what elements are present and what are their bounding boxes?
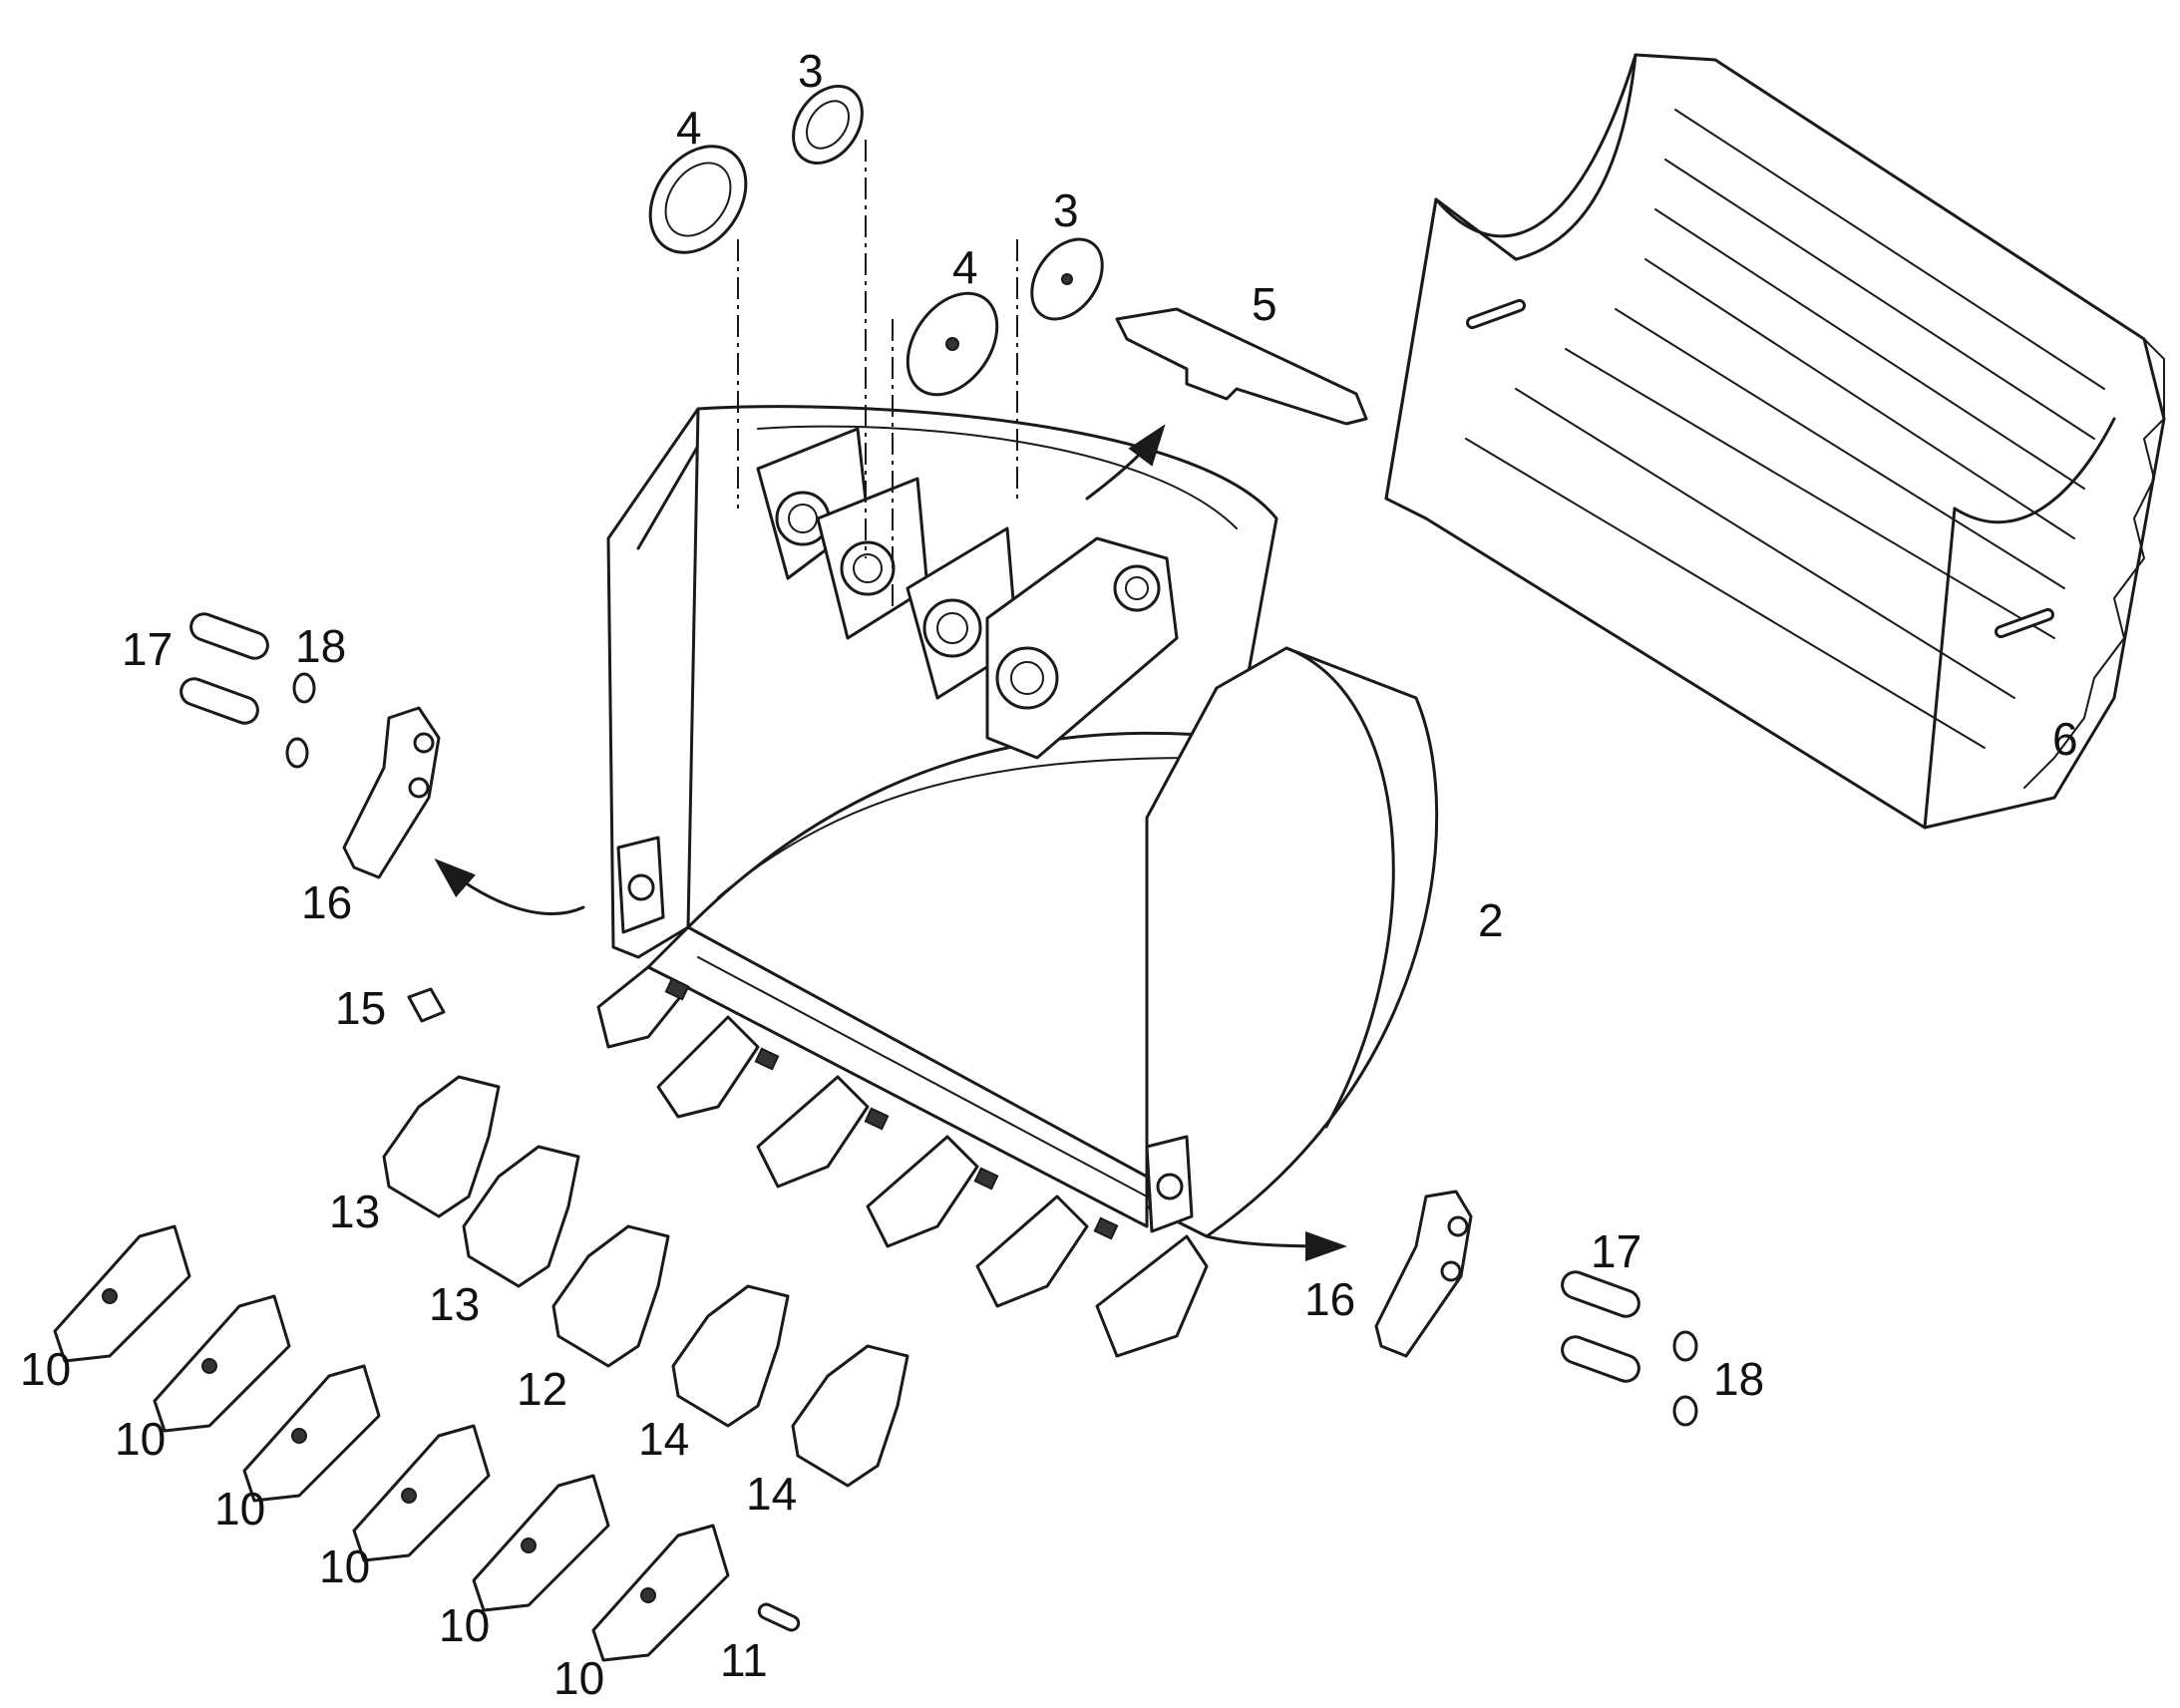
- callout-6: 6: [2052, 713, 2078, 765]
- arrow-lines: [434, 424, 1347, 1261]
- tooth-part-10-6: [591, 1524, 730, 1662]
- callout-10: 10: [20, 1343, 72, 1395]
- callout-4: 4: [952, 241, 978, 293]
- callout-18: 18: [295, 620, 347, 672]
- callout-16: 16: [301, 876, 353, 928]
- callout-10: 10: [214, 1483, 266, 1535]
- pin-part-17-right: [1561, 1270, 1640, 1383]
- lock-part-15: [407, 987, 446, 1023]
- callout-4: 4: [676, 102, 702, 154]
- callout-13: 13: [429, 1278, 481, 1330]
- assembly-lines: [737, 140, 1018, 608]
- callout-10: 10: [115, 1413, 167, 1465]
- tooth-adapter-row: [596, 965, 1209, 1358]
- callout-10: 10: [439, 1599, 491, 1651]
- callout-14: 14: [638, 1413, 690, 1465]
- tooth-part-10-2: [153, 1294, 291, 1433]
- adapter-part-13-upper: [382, 1075, 501, 1218]
- adapter-part-12: [551, 1224, 670, 1368]
- callout-14: 14: [746, 1468, 798, 1520]
- pin-part-11: [757, 1602, 801, 1632]
- callout-15: 15: [335, 982, 387, 1034]
- callout-10: 10: [553, 1652, 605, 1704]
- tooth-part-10-1: [53, 1224, 191, 1363]
- callout-17: 17: [122, 623, 174, 675]
- callout-11: 11: [720, 1634, 768, 1686]
- side-cutter-part-16-right: [1374, 1190, 1473, 1358]
- edge-lock-square: [664, 977, 1119, 1240]
- washer-part-18-right: [1672, 1330, 1698, 1427]
- callout-3: 3: [798, 45, 824, 97]
- hinge-lug: [816, 477, 929, 640]
- side-cutter-part-16-left: [342, 706, 441, 879]
- washer-part-18-left: [285, 672, 316, 769]
- callout-10: 10: [319, 1540, 371, 1592]
- callout-12: 12: [517, 1363, 568, 1415]
- wear-plate-part-5: [1115, 307, 1368, 426]
- liner-part-6: [1384, 53, 2166, 830]
- cover-plate-part-4-upper: [648, 145, 748, 254]
- cover-plate-part-3-lower: [1030, 237, 1104, 321]
- adapter-part-14-upper: [671, 1284, 790, 1428]
- callout-17: 17: [1591, 1225, 1642, 1277]
- hinge-lug: [756, 427, 870, 580]
- tooth-part-10-5: [472, 1474, 610, 1612]
- bucket-body-part-2: [596, 405, 1439, 1358]
- cover-plate-part-3-upper: [792, 85, 864, 165]
- callout-3: 3: [1053, 184, 1079, 236]
- adapter-part-13-lower: [462, 1145, 580, 1288]
- tooth-part-10-4: [352, 1424, 491, 1562]
- callout-2: 2: [1478, 894, 1504, 946]
- callout-13: 13: [329, 1186, 381, 1237]
- tooth-part-10-3: [242, 1364, 381, 1503]
- callout-16: 16: [1304, 1273, 1356, 1325]
- adapter-part-14-lower: [791, 1344, 909, 1488]
- hinge-lug: [985, 536, 1179, 760]
- callout-18: 18: [1713, 1353, 1765, 1405]
- pin-part-17-left: [180, 612, 269, 725]
- callout-5: 5: [1252, 278, 1277, 330]
- cover-plate-part-4-lower: [906, 291, 999, 397]
